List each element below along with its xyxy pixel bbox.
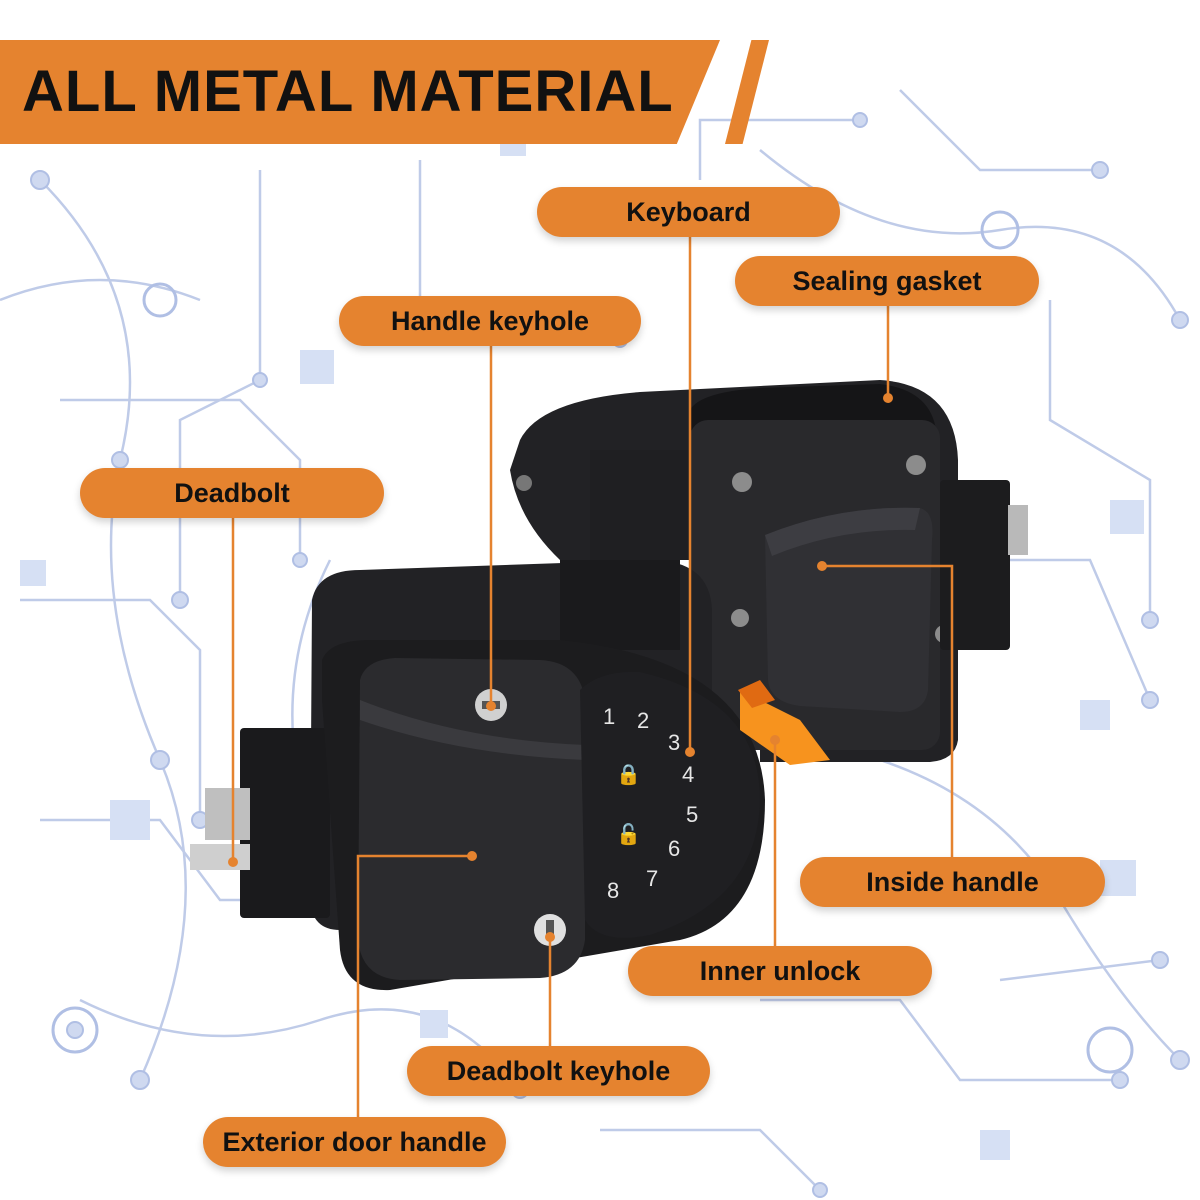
callout-deadbolt-keyhole: Deadbolt keyhole [407,1046,710,1096]
page-title: ALL METAL MATERIAL [22,59,674,124]
callout-inside-handle: Inside handle [800,857,1105,907]
callout-inner-unlock: Inner unlock [628,946,932,996]
callout-handle-keyhole: Handle keyhole [339,296,641,346]
inner-unlock-lever [740,690,830,765]
title-banner [0,40,720,144]
inside-handle-art [765,507,933,712]
callout-deadbolt: Deadbolt [80,468,384,518]
callout-exterior-door-handle: Exterior door handle [203,1117,506,1167]
exterior-unit [190,560,765,991]
callout-keyboard: Keyboard [537,187,840,237]
rear-bolt-block [940,480,1028,650]
callout-sealing-gasket: Sealing gasket [735,256,1039,306]
